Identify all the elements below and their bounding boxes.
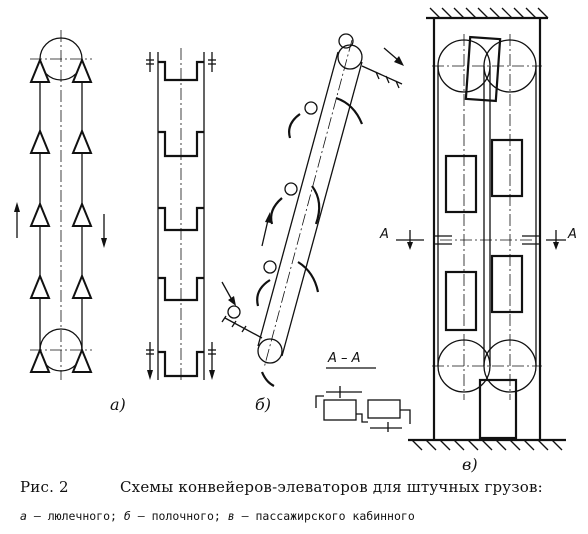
direction-arrows-a	[14, 202, 107, 248]
diagram-b-inclined-conveyor	[221, 33, 404, 387]
section-mark-right: А	[567, 227, 577, 242]
legend-text-a: люлечного;	[47, 509, 124, 523]
section-a-a-inset: А – А	[315, 351, 411, 432]
figure-number: Рис. 2	[20, 478, 69, 496]
diagram-a-cradle-conveyor: а)	[14, 30, 126, 414]
label-a: а)	[110, 395, 126, 414]
top-pulley-b	[337, 44, 363, 70]
diagram-b-shelf-conveyor: б)	[146, 48, 271, 414]
shelves	[158, 60, 204, 378]
inlet-ramp	[221, 281, 263, 339]
shelf-guides-bottom	[146, 342, 216, 380]
cabins	[444, 35, 524, 440]
legend-key-a: а	[20, 509, 27, 523]
figure-caption: Рис. 2 Схемы конвейеров-элеваторов для шт…	[20, 478, 580, 496]
direction-arrow-b	[261, 212, 271, 247]
legend-text-v: пассажирского кабинного	[255, 509, 415, 523]
section-mark-left: А	[379, 227, 389, 242]
figure-legend: а — люлечного; б — полочного; в — пассаж…	[20, 509, 415, 523]
load-items	[227, 33, 354, 319]
conveyor-hooks	[256, 96, 364, 387]
outlet-ramp	[361, 47, 404, 89]
label-b: б)	[255, 395, 271, 414]
legend-key-b: б	[123, 509, 131, 523]
cradle-triangles	[29, 57, 93, 373]
legend-key-v: в	[227, 509, 235, 523]
legend-text-b: полочного;	[151, 509, 228, 523]
bottom-pulley-b	[257, 338, 283, 364]
shelf-guides-top	[146, 52, 216, 72]
diagram-v-passenger-cabin: А А в)	[379, 7, 577, 474]
label-v: в)	[462, 455, 478, 474]
figure-title: Схемы конвейеров-элеваторов для штучных …	[120, 478, 543, 496]
section-title: А – А	[327, 351, 361, 366]
